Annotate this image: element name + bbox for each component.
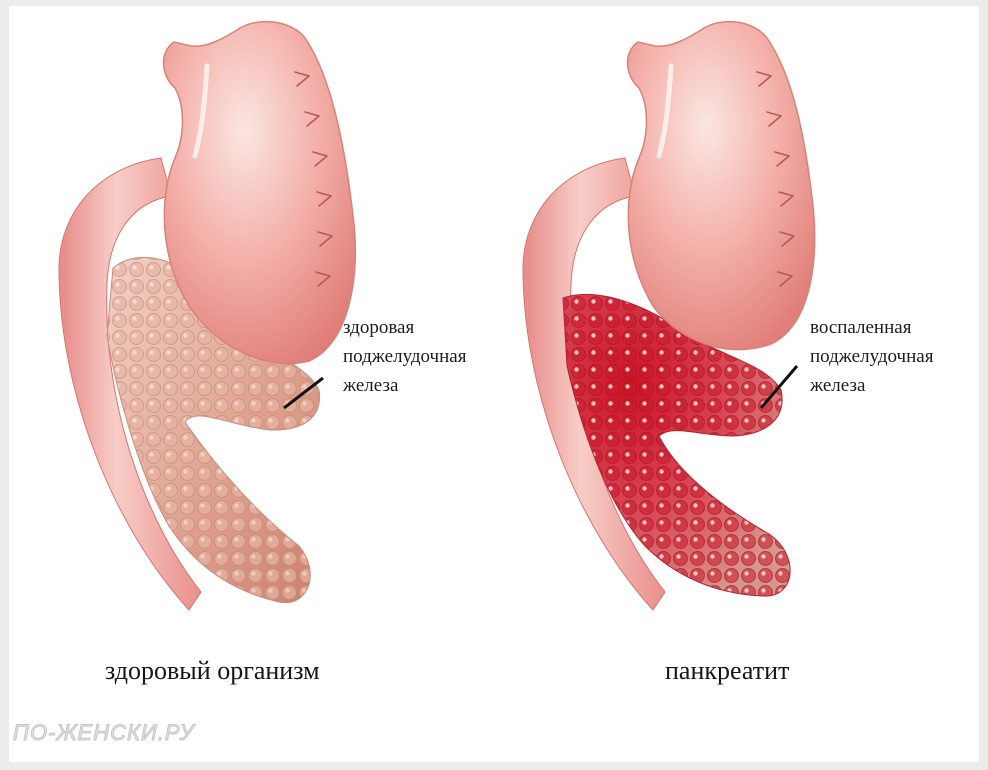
- pancreatitis-caption: панкреатит: [665, 656, 789, 686]
- illustration-frame: здоровая поджелудочная железа воспаленна…: [9, 6, 979, 762]
- healthy-gland-label: здоровая поджелудочная железа: [343, 313, 466, 400]
- pancreatitis-stomach: [628, 22, 815, 350]
- healthy-organ: [59, 22, 355, 610]
- site-watermark: ПО-ЖЕНСКИ.РУ: [13, 720, 195, 746]
- inflamed-gland-label: воспаленная поджелудочная железа: [810, 313, 933, 400]
- pancreatitis-organ: [523, 22, 815, 610]
- healthy-caption: здоровый организм: [105, 656, 320, 686]
